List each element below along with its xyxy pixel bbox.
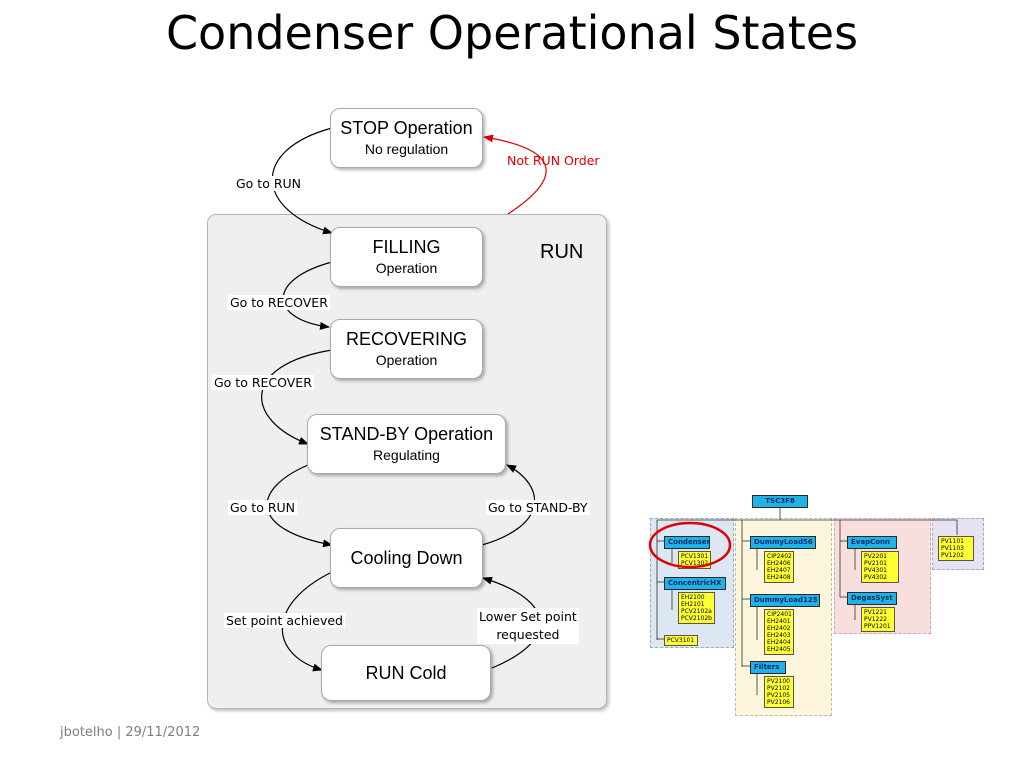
- state-standby: STAND-BY Operation Regulating: [307, 414, 506, 474]
- tree-node-evapconn: EvapConn: [847, 536, 897, 549]
- state-filling: FILLING Operation: [330, 227, 483, 287]
- run-group-label: RUN: [540, 241, 584, 263]
- tree-leaves-dummyload56: CIP2402 EH2406 EH2407 EH2408: [764, 551, 794, 583]
- state-filling-subtitle: Operation: [375, 260, 438, 276]
- state-filling-title: FILLING: [372, 237, 441, 257]
- state-cooling-down: Cooling Down: [330, 528, 483, 588]
- tree-leaves-filters: PV2100 PV2102 PV2105 PV2106: [764, 676, 794, 708]
- slide-footer: jbotelho | 29/11/2012: [60, 725, 201, 740]
- state-stop-subtitle: No regulation: [364, 141, 449, 157]
- tree-node-filters: Filters: [750, 661, 786, 674]
- tree-node-concentrichx: ConcentricHX: [664, 577, 726, 590]
- tree-node-condenser: Condenser: [664, 536, 710, 549]
- label-runcold-to-cooling-line1: Lower Set point: [479, 609, 577, 624]
- tree-node-degassyst: DegasSyst: [847, 592, 897, 605]
- tree-root-node: TSC3F8: [752, 495, 808, 508]
- tree-leaves-concentrichx: EH2100 EH2101 PCV2102a PCV2102b: [678, 592, 715, 624]
- arrow-run-to-stop: [483, 134, 547, 215]
- state-standby-title: STAND-BY Operation: [319, 424, 494, 444]
- label-runcold-to-cooling: Lower Set point requested: [477, 608, 579, 644]
- tree-node-dummyload125: DummyLoad125: [750, 594, 820, 607]
- tree-leaves-condenser: PCV1301 PCV1302: [678, 551, 711, 569]
- label-standby-to-cooling: Go to RUN: [228, 500, 298, 515]
- state-recovering-subtitle: Operation: [375, 352, 438, 368]
- tree-leaf-pcv3101: PCV3101: [664, 635, 698, 646]
- label-run-to-stop: Not RUN Order: [507, 153, 600, 168]
- state-standby-subtitle: Regulating: [373, 447, 440, 463]
- state-recovering-title: RECOVERING: [345, 329, 468, 349]
- state-run-cold: RUN Cold: [321, 645, 491, 701]
- label-recovering-to-standby: Go to RECOVER: [212, 375, 314, 390]
- label-cooling-to-standby: Go to STAND-BY: [486, 500, 590, 515]
- label-runcold-to-cooling-line2: requested: [496, 627, 560, 642]
- label-filling-to-recovering: Go to RECOVER: [228, 295, 330, 310]
- label-stop-to-filling: Go to RUN: [234, 176, 304, 191]
- tree-leaves-evapconn: PV2201 PV2101 PV4301 PV4302: [861, 551, 899, 583]
- tree-leaves-dummyload125: CIP2401 EH2401 EH2402 EH2403 EH2404 EH24…: [764, 609, 794, 655]
- tree-node-dummyload56: DummyLoad56: [750, 536, 816, 549]
- tree-leaves-degassyst: PV1221 PV1222 PPV1201: [861, 607, 895, 632]
- state-cooling-title: Cooling Down: [350, 548, 463, 568]
- state-stop: STOP Operation No regulation: [330, 108, 483, 168]
- state-runcold-title: RUN Cold: [365, 663, 447, 683]
- state-stop-title: STOP Operation: [340, 118, 473, 138]
- state-recovering: RECOVERING Operation: [330, 319, 483, 379]
- tree-leaves-misc: PV1101 PV1103 PV1202: [938, 536, 974, 561]
- label-cooling-to-runcold: Set point achieved: [224, 613, 345, 628]
- slide-title: Condenser Operational States: [165, 6, 859, 60]
